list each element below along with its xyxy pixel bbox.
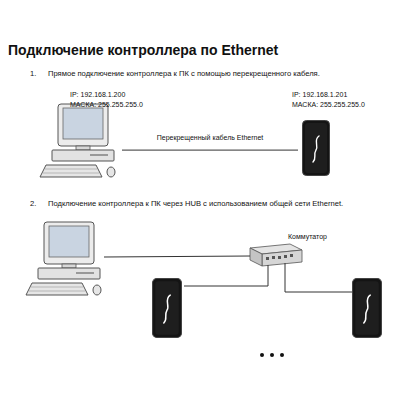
list-number: 1.: [30, 69, 36, 79]
node-label: IP: 192.168.1.201: [292, 90, 347, 99]
list-text: Подключение контроллера к ПК через HUB с…: [48, 199, 343, 209]
diagram-title: Подключение контроллера по Ethernet: [8, 42, 278, 58]
hub-switch: [250, 244, 302, 266]
node-label: МАСКА: 255.255.255.0: [292, 100, 365, 109]
cable-connector: [122, 150, 298, 151]
pc-computer: [26, 222, 101, 295]
hub-node: Коммутатор: [248, 230, 340, 270]
controller-node: IP: 192.168.1.201МАСКА: 255.255.255.0: [298, 88, 386, 178]
list-text: Прямое подключение контроллера к ПК с по…: [48, 69, 320, 79]
node-label: МАСКА: 255.255.255.0: [70, 100, 143, 109]
edge-label: Перекрещенный кабель Ethernet: [157, 133, 264, 142]
node-label: Коммутатор: [288, 232, 327, 241]
controller-device: [353, 279, 382, 338]
pc-node: IP: 192.168.1.200МАСКА: 255.255.255.0: [50, 88, 122, 178]
controller-device: [303, 121, 330, 176]
list-number: 2.: [30, 199, 36, 209]
node-label: IP: 192.168.1.200: [70, 90, 125, 99]
controller-device: [153, 279, 182, 338]
ellipsis-dots: [260, 353, 284, 357]
network-wire: [104, 256, 352, 292]
pc-computer: [40, 104, 115, 177]
